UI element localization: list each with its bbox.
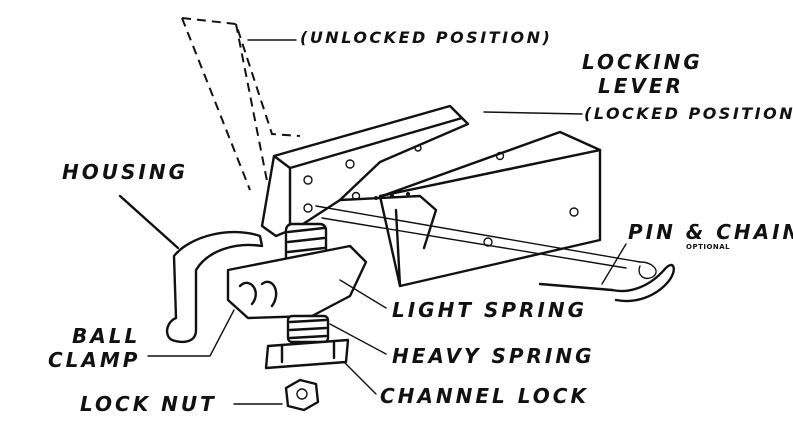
label-channel-lock: CHANNEL LOCK [380, 384, 589, 408]
label-locking-lever-line1: LOCKING [582, 50, 703, 74]
heavy-spring [286, 314, 330, 344]
lock-nut-part [284, 378, 320, 412]
label-lock-nut: LOCK NUT [80, 392, 217, 416]
label-heavy-spring: HEAVY SPRING [392, 344, 595, 368]
unlocked-lever-outline [181, 17, 301, 191]
locking-lever [260, 104, 470, 250]
label-pin-chain: PIN & CHAIN [628, 220, 793, 244]
label-unlocked-position: (UNLOCKED POSITION) [300, 28, 553, 47]
ball-clamp [165, 230, 368, 344]
locked-leader-line [483, 111, 583, 115]
label-ball-clamp-line1: BALL [72, 324, 141, 348]
label-housing: HOUSING [62, 160, 188, 184]
channel-lock [264, 338, 350, 370]
coupler-housing [378, 130, 602, 288]
pin-and-chain [315, 192, 675, 303]
label-light-spring: LIGHT SPRING [392, 298, 588, 322]
label-locked-position: (LOCKED POSITION) [584, 104, 793, 123]
leader-lines [118, 194, 627, 405]
label-optional: OPTIONAL [686, 243, 731, 251]
label-locking-lever-line2: LEVER [598, 74, 684, 98]
label-ball-clamp-line2: CLAMP [48, 348, 141, 372]
